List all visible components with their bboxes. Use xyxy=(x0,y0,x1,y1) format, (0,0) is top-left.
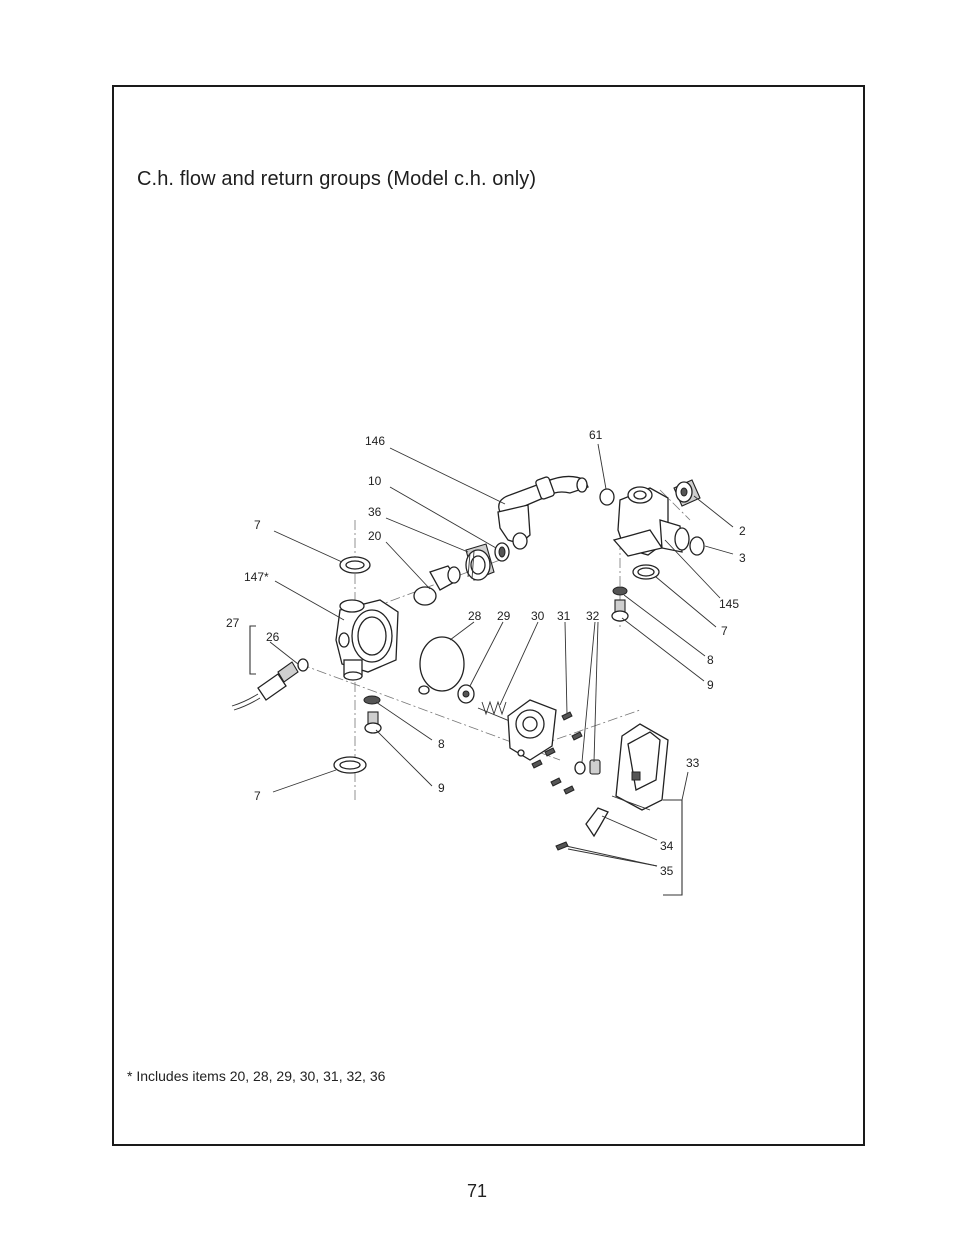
label-35: 35 xyxy=(660,864,674,878)
label-31: 31 xyxy=(557,609,571,623)
label-146: 146 xyxy=(365,434,385,448)
spring-30 xyxy=(477,700,513,723)
callout-labels: 146 61 10 36 7 20 2 3 147* 145 7 28 29 3… xyxy=(226,428,746,878)
group-brackets xyxy=(249,625,689,896)
label-20: 20 xyxy=(368,529,382,543)
washer-61 xyxy=(599,488,615,506)
microswitch-housing-33 xyxy=(615,723,669,811)
washer-7-top-left xyxy=(339,556,371,574)
flow-pipe xyxy=(497,475,589,550)
label-34: 34 xyxy=(660,839,674,853)
label-26: 26 xyxy=(266,630,280,644)
page-title: C.h. flow and return groups (Model c.h. … xyxy=(137,168,537,190)
label-7-top: 7 xyxy=(254,518,261,532)
label-145: 145 xyxy=(719,597,739,611)
o-ring-8-right xyxy=(612,586,628,596)
label-9-right: 9 xyxy=(707,678,714,692)
bypass-valve-20 xyxy=(413,565,461,606)
o-ring-3 xyxy=(689,536,705,556)
footnote: * Includes items 20, 28, 29, 30, 31, 32,… xyxy=(127,1068,386,1084)
label-36: 36 xyxy=(368,505,382,519)
label-29: 29 xyxy=(497,609,511,623)
page-border xyxy=(112,85,865,1146)
diaphragm-28 xyxy=(418,636,465,695)
label-32: 32 xyxy=(586,609,600,623)
microswitch-parts-32 xyxy=(574,759,601,775)
screws-31 xyxy=(531,711,583,795)
label-28: 28 xyxy=(468,609,482,623)
threaded-connector-36 xyxy=(465,543,495,581)
label-10: 10 xyxy=(368,474,382,488)
stud-9-right xyxy=(611,599,629,622)
label-9-left: 9 xyxy=(438,781,445,795)
label-8-right: 8 xyxy=(707,653,714,667)
label-3: 3 xyxy=(739,551,746,565)
label-8-left: 8 xyxy=(438,737,445,751)
stud-9-left xyxy=(364,711,382,734)
washer-7-right xyxy=(632,564,660,580)
return-valve-body xyxy=(612,486,690,557)
label-33: 33 xyxy=(686,756,700,770)
page-number: 71 xyxy=(466,1181,488,1201)
label-7-bottom: 7 xyxy=(254,789,261,803)
leader-lines xyxy=(269,443,734,867)
temperature-sensor-26 xyxy=(231,658,309,711)
disc-29 xyxy=(457,684,475,704)
label-147: 147* xyxy=(244,570,269,584)
bracket-34 xyxy=(585,807,609,838)
label-2: 2 xyxy=(739,524,746,538)
flow-valve-body-147 xyxy=(335,599,399,681)
label-61: 61 xyxy=(589,428,603,442)
label-27: 27 xyxy=(226,616,240,630)
label-7-right: 7 xyxy=(721,624,728,638)
washer-7-bottom-left xyxy=(333,756,367,774)
label-30: 30 xyxy=(531,609,545,623)
washer-10 xyxy=(494,542,510,562)
threaded-plug-2 xyxy=(673,479,701,507)
valve-cover xyxy=(507,699,557,761)
